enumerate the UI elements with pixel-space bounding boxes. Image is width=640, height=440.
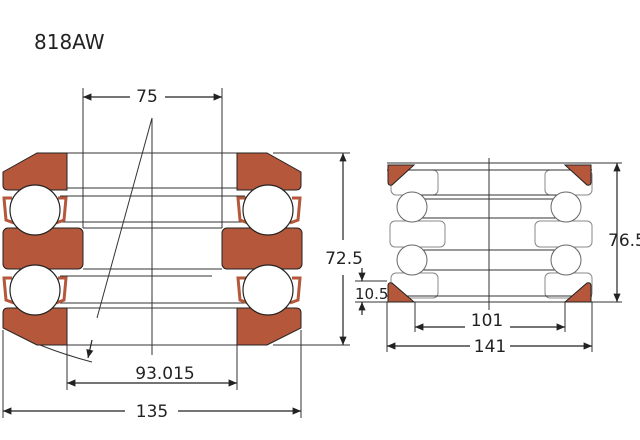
- cages: [2, 196, 302, 305]
- front-view: 75 72.5 93.015 135: [2, 87, 363, 422]
- dim-side-height: 76.5: [608, 231, 640, 251]
- model-title: 818AW: [34, 30, 105, 54]
- dim-outer: 135: [136, 402, 168, 422]
- side-view: 76.5 10.5 101 141: [355, 158, 640, 357]
- arc-leader: [39, 344, 93, 363]
- dim-height: 72.5: [325, 249, 363, 269]
- angle-line: [96, 117, 153, 319]
- dim-bore: 75: [136, 87, 158, 107]
- washer-bottom-right: [236, 307, 302, 346]
- dim-inner: 101: [471, 311, 503, 331]
- washers: [2, 152, 303, 346]
- dim-pitch: 93.015: [135, 364, 194, 384]
- dim-washer: 10.5: [355, 285, 388, 303]
- side-washers: [387, 164, 592, 303]
- washer-bottom-left: [2, 307, 68, 346]
- side-outline: [389, 169, 593, 299]
- race-lines: [60, 152, 350, 346]
- dim-side-outer: 141: [474, 337, 506, 357]
- balls: [9, 184, 294, 316]
